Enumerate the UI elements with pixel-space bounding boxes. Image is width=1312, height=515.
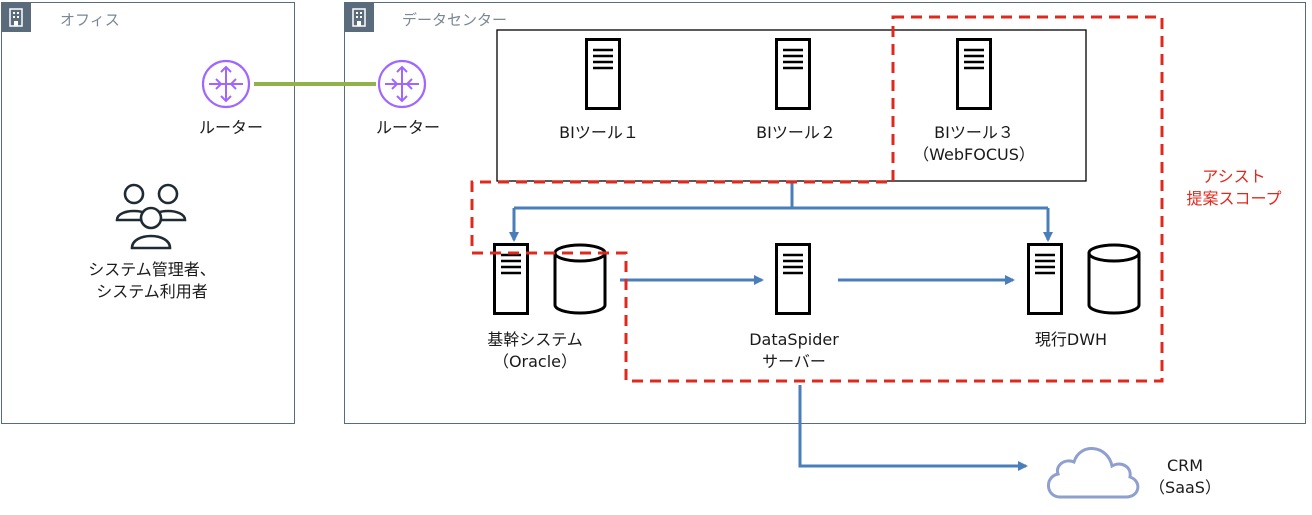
dwh-db-icon	[1087, 243, 1141, 315]
bi-tool-2-server-icon	[775, 38, 811, 110]
datacenter-router-label: ルーター	[375, 118, 441, 137]
dwh-server-icon	[1027, 243, 1063, 315]
crm-cloud-icon	[1047, 447, 1140, 499]
bi-to-db-arrows	[509, 181, 1053, 242]
bi-tool-1-label: BIツール１	[559, 123, 639, 142]
core-system-db-icon	[553, 243, 607, 315]
office-group	[1, 2, 295, 424]
users-icon	[113, 180, 189, 252]
datacenter-building-icon	[344, 2, 374, 32]
users-label: システム管理者、 システム利用者	[88, 260, 216, 301]
datacenter-router-icon	[377, 59, 427, 109]
dataspider-label: DataSpider サーバー	[749, 330, 839, 371]
assist-scope-label: アシスト 提案スコープ	[1186, 167, 1282, 208]
office-building-icon	[1, 2, 31, 32]
bi-tool-3-server-icon	[956, 38, 992, 110]
core-system-label: 基幹システム （Oracle）	[487, 330, 583, 371]
office-router-icon	[201, 59, 251, 109]
core-system-server-icon	[493, 243, 529, 315]
office-router-label: ルーター	[198, 118, 264, 137]
bi-tool-1-server-icon	[585, 38, 621, 110]
dataspider-server-icon	[775, 243, 811, 315]
dwh-label: 現行DWH	[1034, 330, 1108, 349]
datacenter-group	[344, 2, 1306, 424]
datacenter-title: データセンター	[402, 11, 508, 29]
assist-scope-boundary	[470, 15, 1164, 383]
bi-tool-2-label: BIツール２	[756, 123, 836, 142]
crm-label: CRM （SaaS）	[1149, 456, 1221, 497]
dataspider-to-crm-arrow	[798, 385, 1028, 471]
bi-tool-3-label: BIツール３ （WebFOCUS）	[913, 123, 1035, 164]
office-title: オフィス	[60, 11, 120, 29]
